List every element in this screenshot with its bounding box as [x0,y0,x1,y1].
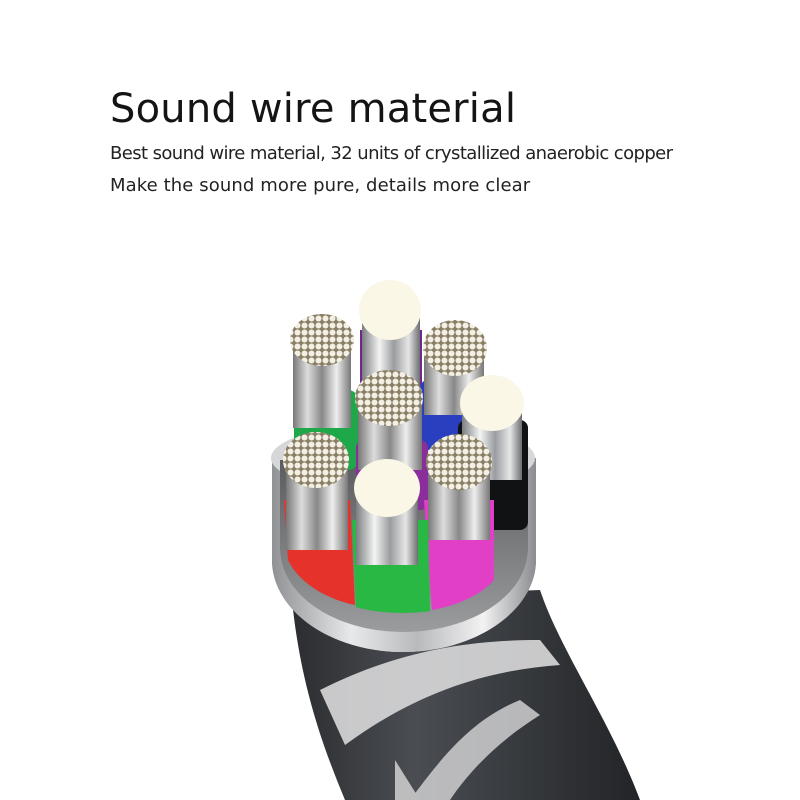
conductor-bottom-right [424,434,494,610]
ferrule-lip [272,548,536,652]
description-line-1: Best sound wire material, 32 units of cr… [110,143,673,164]
conductor-bottom-center [352,459,430,613]
description-line-2: Make the sound more pure, details more c… [110,175,531,196]
page-title: Sound wire material [110,86,517,132]
conductor-bottom-left [283,432,355,605]
